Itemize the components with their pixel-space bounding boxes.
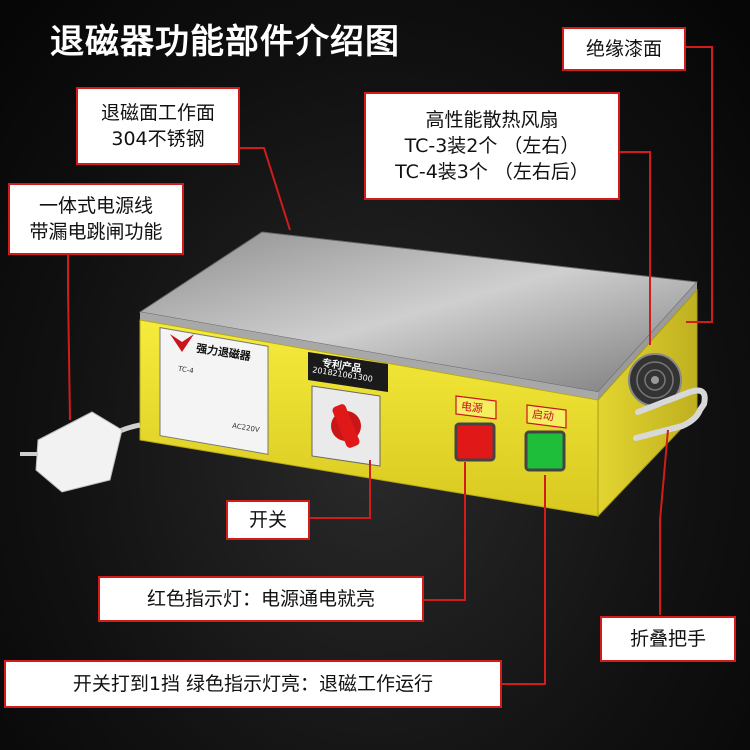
power-label-bg <box>455 395 497 420</box>
page-title: 退磁器功能部件介绍图 <box>50 22 400 62</box>
cooling-fan-icon <box>628 353 682 407</box>
patent-label-bg <box>308 352 388 392</box>
start-label: 启动 <box>531 407 555 424</box>
spec-label-panel <box>159 327 269 455</box>
red-indicator-light <box>454 422 496 462</box>
red-logo-mark <box>170 334 194 352</box>
callout-power-cord: 一体式电源线 带漏电跳闸功能 <box>8 183 184 255</box>
switch-handle <box>332 404 360 448</box>
power-label: 电源 <box>460 399 484 416</box>
folding-handle-icon <box>633 387 708 441</box>
steel-side-lip <box>598 282 697 400</box>
callout-folding-handle: 折叠把手 <box>600 616 736 662</box>
green-indicator-light <box>524 430 566 472</box>
callout-red-indicator: 红色指示灯：电源通电就亮 <box>98 576 424 622</box>
callout-insulating-paint: 绝缘漆面 <box>562 27 686 71</box>
callout-switch: 开关 <box>226 500 310 540</box>
callout-green-indicator: 开关打到1挡 绿色指示灯亮：退磁工作运行 <box>4 660 502 708</box>
steel-front-lip <box>140 312 598 400</box>
callout-leader-lines <box>67 46 713 685</box>
plug-pin <box>20 452 38 456</box>
callout-work-surface: 退磁面工作面 304不锈钢 <box>76 87 240 165</box>
start-label-bg <box>526 404 567 429</box>
power-plug-icon <box>35 411 123 493</box>
callout-cooling-fan: 高性能散热风扇 TC-3装2个 （左右） TC-4装3个 （左右后） <box>364 92 620 200</box>
